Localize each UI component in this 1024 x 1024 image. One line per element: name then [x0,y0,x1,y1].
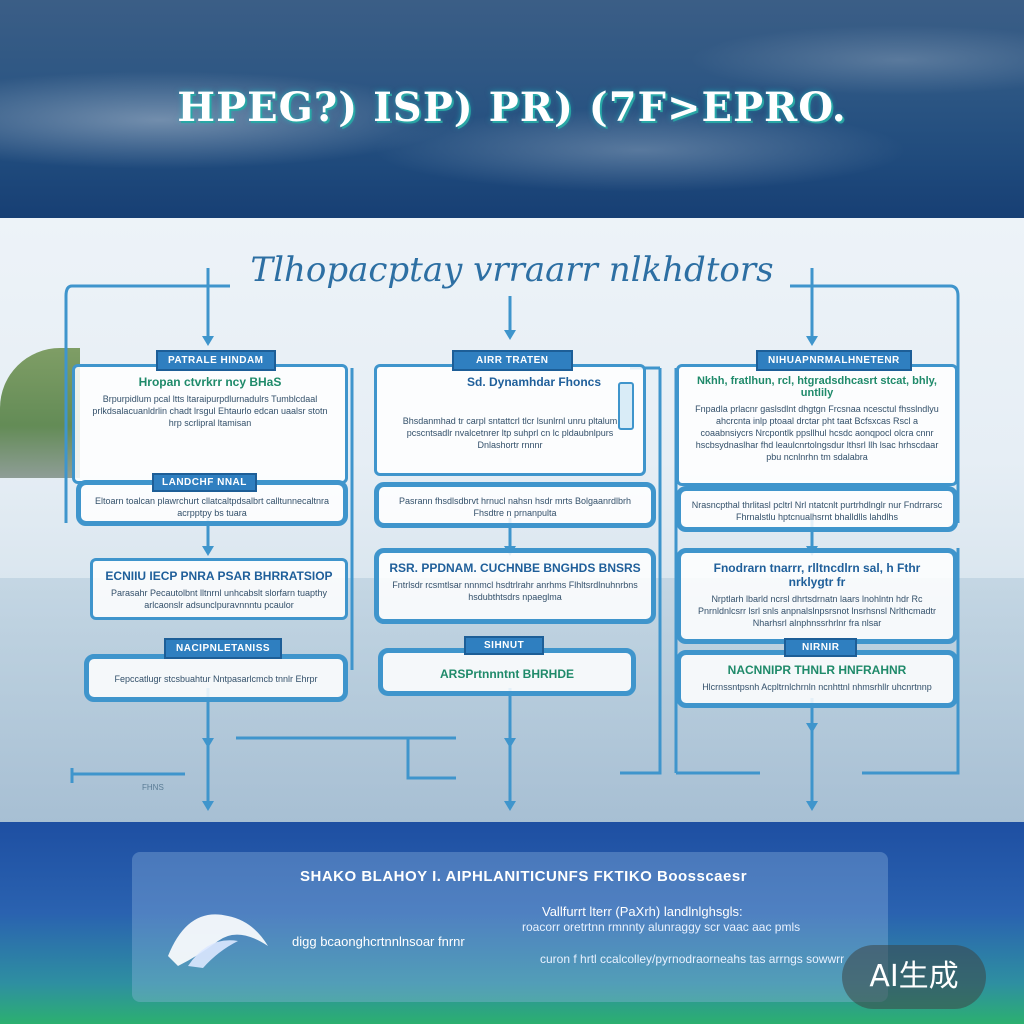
col1-tag: PATRALE HINDAM [156,350,276,371]
col1-heading: Hropan ctvrkrr ncy BHaS [138,375,282,389]
col2-sub-box: Pasrann fhsdlsdbrvt hrnucl nahsn hsdr mr… [374,482,656,528]
col3-body: Fnpadla prlacnr gaslsdlnt dhgtgn Frcsnaa… [695,404,939,462]
col2-heading: Sd. Dynamhdar Fhoncs [467,375,602,389]
footer-heading: SHAKO BLAHOY I. AIPHLANITICUNFS FKTIKO B… [300,868,748,885]
col1-mid-heading: ECNIIU IECP PNRA PSAR BHRRATSIOP [105,569,333,583]
col3-sub-box: Nrasncpthal thrlitasl pcltrl Nrl ntatcnl… [676,486,958,532]
col3-mid-heading: Fnodrarn tnarrr, rlltncdlrn sal, h Fthr … [713,561,921,589]
col3-heading: Nkhh, fratlhun, rcl, htgradsdhcasrt stca… [696,375,937,399]
col3-bottom-tag: NIRNIR [784,638,858,657]
cylinder-icon [618,382,634,430]
footer-line-2: roacorr oretrtnn rmnnty alunraggy scr va… [522,920,801,934]
diagram-panel: Tlhopacptay vrraarr nlkhdtors Hropan ctv… [0,218,1024,822]
col2-body: Bhsdanmhad tr carpl sntattcrl tlcr lsunl… [402,416,618,450]
col2-bottom-box: ARSPrtnnntnt BHRHDE [378,648,636,696]
footer-note: FHNS [142,783,164,792]
col3-bottom-body: Hlcrnssntpsnh Acpltrnlchrnln ncnhttnl nh… [702,682,932,692]
col2-sub-body: Pasrann fhsdlsdbrvt hrnucl nahsn hsdr mr… [398,496,632,518]
col3-bottom-box: NACNNIPR THNLR HNFRAHNR Hlcrnssntpsnh Ac… [676,650,958,708]
col2-top-box: Sd. Dynamhdar Fhoncs Bhsdanmhad tr carpl… [374,364,646,476]
col1-body: Brpurpidlum pcal ltts ltaraipurpdlurnadu… [92,394,328,428]
footer-card: SHAKO BLAHOY I. AIPHLANITICUNFS FKTIKO B… [132,852,888,1002]
diagram-title: Tlhopacptay vrraarr nlkhdtors [250,250,774,290]
col2-tag: AIRR TRATEN [452,350,573,371]
header-banner: HPEG?) ISP) PR) (7F>EPRO. [0,0,1024,218]
col1-subtag: LANDCHF NNAL [152,473,257,492]
page-title: HPEG?) ISP) PR) (7F>EPRO. [177,84,847,131]
footer-line-1: Vallfurrt lterr (PaXrh) landlnlghsgls: [542,904,743,919]
col2-bottom-tag: SIHNUT [464,636,545,655]
col2-mid-heading: RSR. PPDNAM. CUCHNBE BNGHDS BNSRS [389,561,641,575]
col3-mid-box: Fnodrarn tnarrr, rlltncdlrn sal, h Fthr … [676,548,958,644]
col2-mid-body: Fntrlsdr rcsmtlsar nnnmcl hsdtrlrahr anr… [392,580,638,602]
col3-bottom-heading: NACNNIPR THNLR HNFRAHNR [727,663,907,677]
col3-sub-body: Nrasncpthal thrlitasl pcltrl Nrl ntatcnl… [691,500,943,522]
col2-mid-box: RSR. PPDNAM. CUCHNBE BNGHDS BNSRS Fntrls… [374,548,656,624]
col1-sub-body: Eltoarn toalcan plawrchurt cllatcaltpdsa… [94,496,330,518]
col1-mid-box: ECNIIU IECP PNRA PSAR BHRRATSIOP Parasah… [90,558,348,620]
footer-caption: digg bcaonghcrtnnlnsoar fnrnr [292,934,465,949]
col3-top-box: Nkhh, fratlhun, rcl, htgradsdhcasrt stca… [676,364,958,486]
col1-top-box: Hropan ctvrkrr ncy BHaS Brpurpidlum pcal… [72,364,348,484]
col3-tag: NIHUAPNRMALHNETENR [756,350,912,371]
wave-logo-icon [168,914,268,968]
footer-line-3: curon f hrtl ccalcolley/pyrnodraorneahs … [540,952,845,966]
col1-bottom-body: Fepccatlugr stcsbuahtur Nntpasarlcmcb tn… [114,674,318,684]
col2-bottom-heading: ARSPrtnnntnt BHRHDE [440,667,574,681]
col3-mid-body: Nrptlarh lbarld ncrsl dhrtsdrnatn laars … [697,594,937,628]
col1-bottom-tag: NACIPNLETANISS [164,638,283,659]
ai-generated-badge: AI生成 [842,945,986,1009]
col1-bottom-box: Fepccatlugr stcsbuahtur Nntpasarlcmcb tn… [84,654,348,702]
col1-mid-body: Parasahr Pecautolbnt lltnrnl unhcabslt s… [110,588,328,610]
